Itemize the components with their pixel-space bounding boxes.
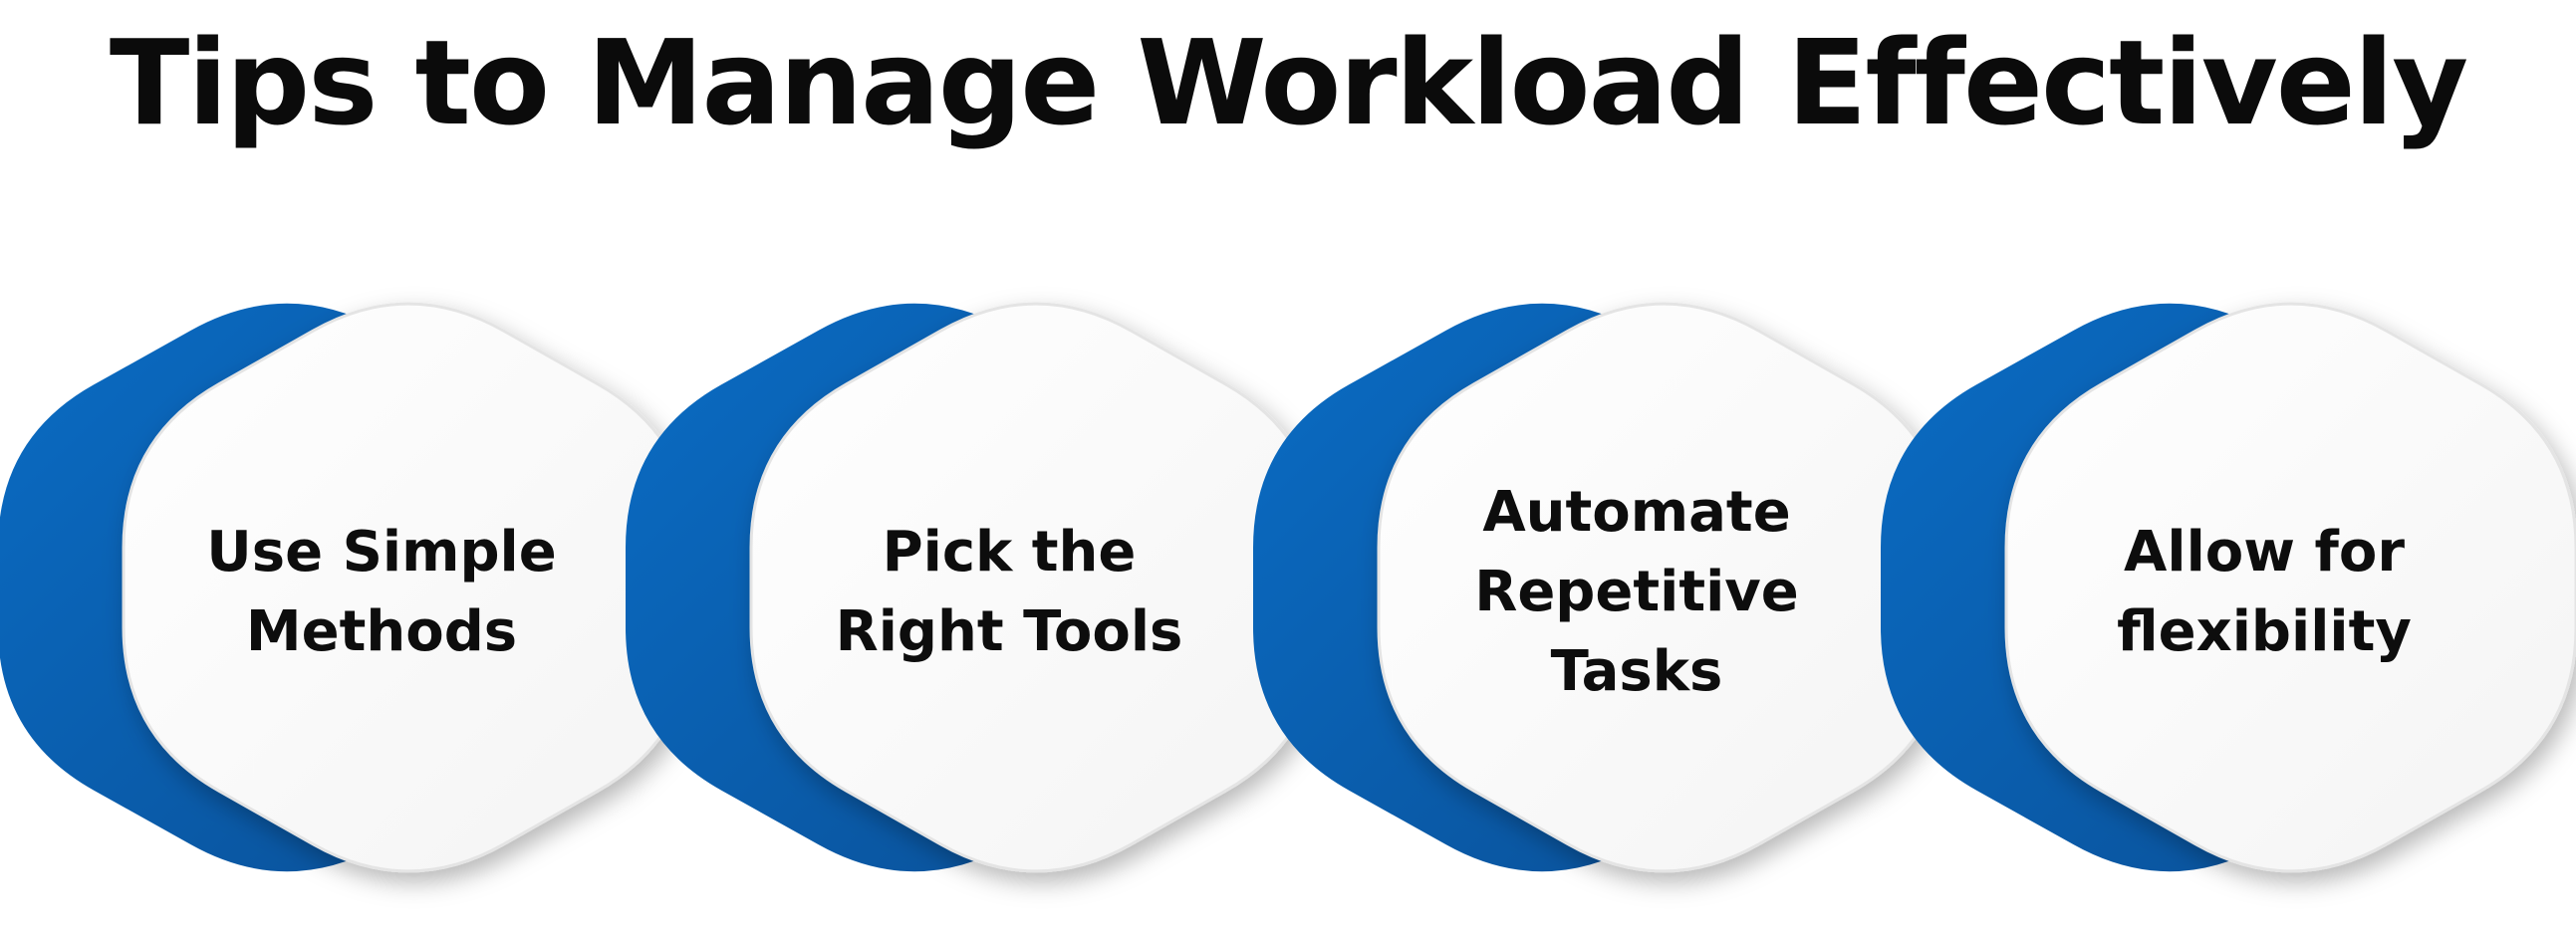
- tip-hexagon-2: [626, 302, 1323, 873]
- tip-label-4: Allow for flexibility: [2030, 513, 2498, 672]
- tip-3-line-3: Tasks: [1550, 639, 1723, 704]
- tip-3-line-1: Automate: [1482, 480, 1791, 545]
- tip-hexagon-1: [0, 302, 695, 873]
- tip-1-white-card: [122, 302, 695, 873]
- tip-3-line-2: Repetitive: [1474, 560, 1799, 624]
- tip-4-line-1: Allow for: [2124, 520, 2405, 585]
- tip-4-white-card: [2004, 302, 2576, 873]
- tip-label-1: Use Simple Methods: [147, 513, 616, 672]
- tip-4-line-2: flexibility: [2117, 599, 2412, 664]
- tip-hexagon-3: [1253, 302, 1950, 873]
- tip-2-line-2: Right Tools: [835, 599, 1183, 664]
- tip-3-white-card: [1377, 302, 1950, 873]
- tip-2-line-1: Pick the: [882, 520, 1137, 585]
- tip-2-white-card: [749, 302, 1323, 873]
- tip-hexagon-4: [1881, 302, 2576, 873]
- tip-label-2: Pick the Right Tools: [775, 513, 1243, 672]
- page-title: Tips to Manage Workload Effectively: [109, 14, 2468, 151]
- tip-label-3: Automate Repetitive Tasks: [1403, 473, 1871, 712]
- tip-1-line-1: Use Simple: [206, 520, 557, 585]
- tip-1-line-2: Methods: [245, 599, 518, 664]
